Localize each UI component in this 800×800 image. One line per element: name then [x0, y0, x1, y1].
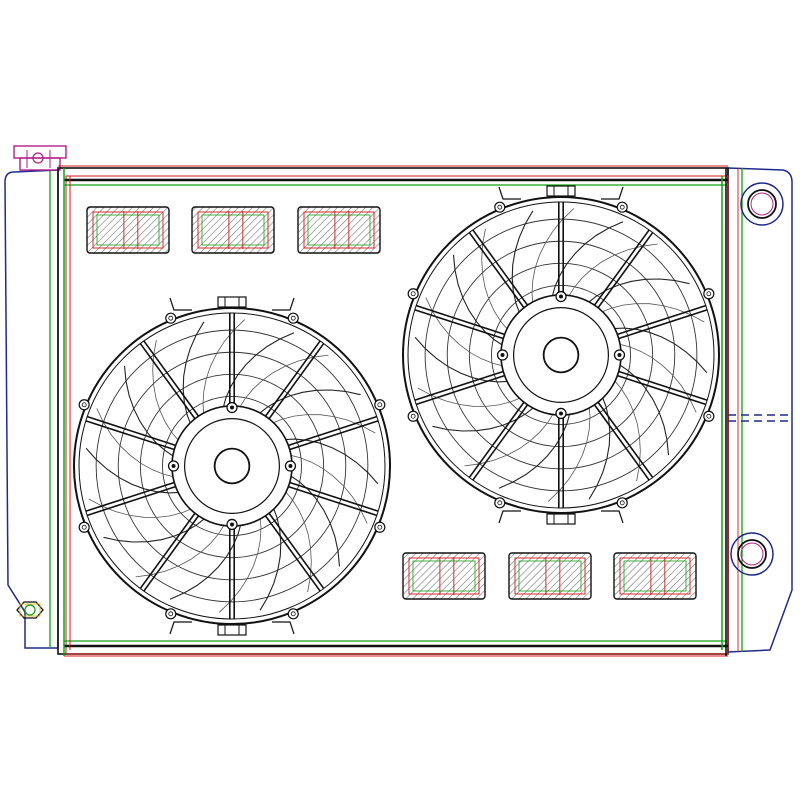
filler-neck — [13, 145, 67, 171]
mount-pads — [86, 206, 697, 600]
drain-petcock — [16, 601, 44, 619]
left-fan — [73, 296, 391, 636]
outlet-port-upper — [740, 182, 784, 226]
left-tank — [4, 169, 59, 649]
mount-pad — [297, 206, 381, 254]
mount-pad — [402, 552, 486, 600]
mount-pad — [191, 206, 275, 254]
outlet-port-lower — [730, 532, 774, 576]
mount-pad — [508, 552, 592, 600]
mount-pad — [613, 552, 697, 600]
right-fan — [402, 185, 720, 525]
fans — [73, 185, 720, 636]
radiator-core — [57, 165, 729, 657]
right-tank — [727, 167, 793, 653]
mount-pad — [86, 206, 170, 254]
